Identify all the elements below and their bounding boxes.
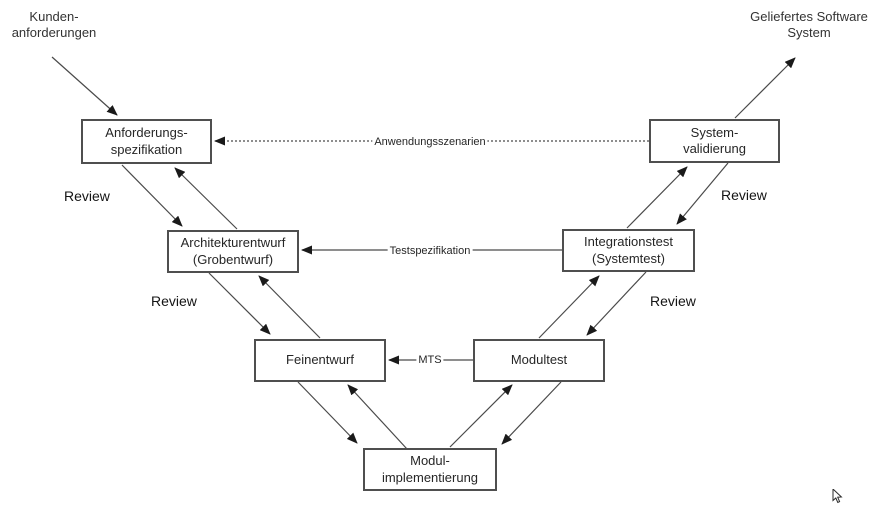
label-kundenanforderungen: Kunden- anforderungen xyxy=(11,9,97,41)
arrow-review-arch-to-spec xyxy=(174,167,238,230)
arrow-customer-requirements-in xyxy=(51,56,118,116)
label-review-right-mid: Review xyxy=(650,293,696,309)
arrow-impl-to-modultest xyxy=(449,384,513,448)
node-systemvalidierung: System- validierung xyxy=(649,119,780,163)
arrow-dev-arch-to-fein xyxy=(208,272,271,335)
arrow-review-modultest-to-impl xyxy=(501,381,562,445)
arrow-dev-spec-to-arch xyxy=(121,164,183,227)
arrow-review-integration-to-modultest xyxy=(586,271,647,336)
arrow-delivered-system-out xyxy=(734,57,796,119)
arrow-review-validierung-to-integration xyxy=(676,162,729,225)
node-feinentwurf: Feinentwurf xyxy=(254,339,386,382)
label-geliefertes-software-system: Geliefertes Software System xyxy=(750,9,868,41)
node-integrationstest: Integrationstest (Systemtest) xyxy=(562,229,695,272)
label-review-right-top: Review xyxy=(721,187,767,203)
node-architekturentwurf: Architekturentwurf (Grobentwurf) xyxy=(167,230,299,273)
label-testspezifikation: Testspezifikation xyxy=(387,245,473,257)
node-modulimplementierung: Modul- implementierung xyxy=(363,448,497,491)
node-modultest: Modultest xyxy=(473,339,605,382)
arrow-integration-to-validierung xyxy=(626,166,688,229)
mouse-cursor xyxy=(832,489,843,504)
arrow-review-fein-to-arch xyxy=(258,275,321,339)
arrow-modultest-to-integration xyxy=(538,275,600,339)
node-anforderungsspezifikation: Anforderungs- spezifikation xyxy=(81,119,212,164)
label-review-left-top: Review xyxy=(64,188,110,204)
label-anwendungsszenarien: Anwendungsszenarien xyxy=(372,136,488,148)
arrow-dev-fein-to-impl xyxy=(297,381,358,444)
label-mts: MTS xyxy=(416,354,444,366)
label-review-left-mid: Review xyxy=(151,293,197,309)
arrow-review-impl-to-fein xyxy=(347,384,408,450)
